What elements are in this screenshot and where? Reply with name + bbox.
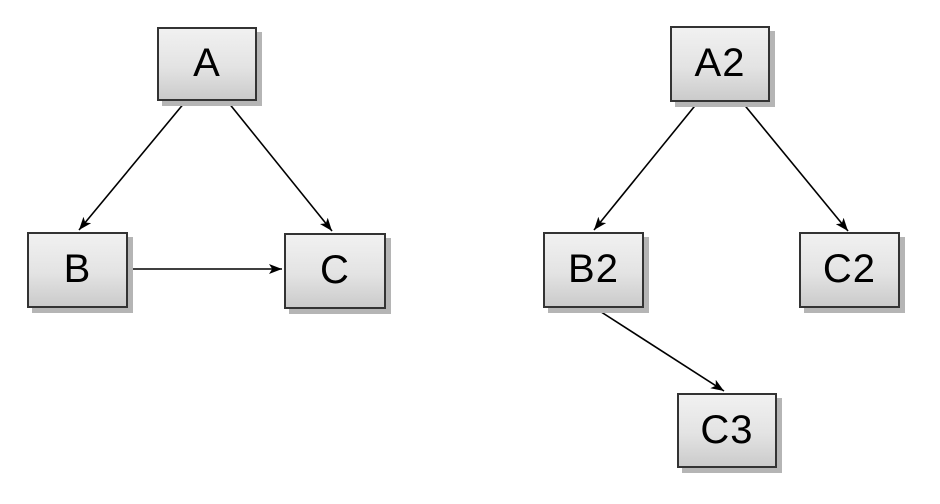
- node-label-C3: C3: [700, 407, 754, 452]
- node-label-A: A: [193, 41, 221, 85]
- node-C[interactable]: C: [284, 233, 386, 309]
- node-A2[interactable]: A2: [670, 26, 770, 102]
- node-C2[interactable]: C2: [799, 232, 900, 308]
- node-B[interactable]: B: [27, 232, 128, 308]
- node-B2[interactable]: B2: [543, 232, 644, 308]
- node-C3[interactable]: C3: [677, 393, 777, 468]
- node-label-A2: A2: [694, 41, 746, 85]
- node-A[interactable]: A: [157, 27, 257, 101]
- edge-A-B[interactable]: [78, 101, 186, 231]
- node-label-B: B: [63, 247, 92, 291]
- edge-A-C[interactable]: [227, 101, 333, 232]
- edge-B2-C3[interactable]: [594, 307, 725, 392]
- edge-A2-C2[interactable]: [741, 101, 849, 232]
- node-label-B2: B2: [568, 247, 619, 291]
- node-label-C: C: [320, 248, 350, 292]
- edge-A2-B2[interactable]: [593, 101, 699, 231]
- node-label-C2: C2: [822, 247, 877, 291]
